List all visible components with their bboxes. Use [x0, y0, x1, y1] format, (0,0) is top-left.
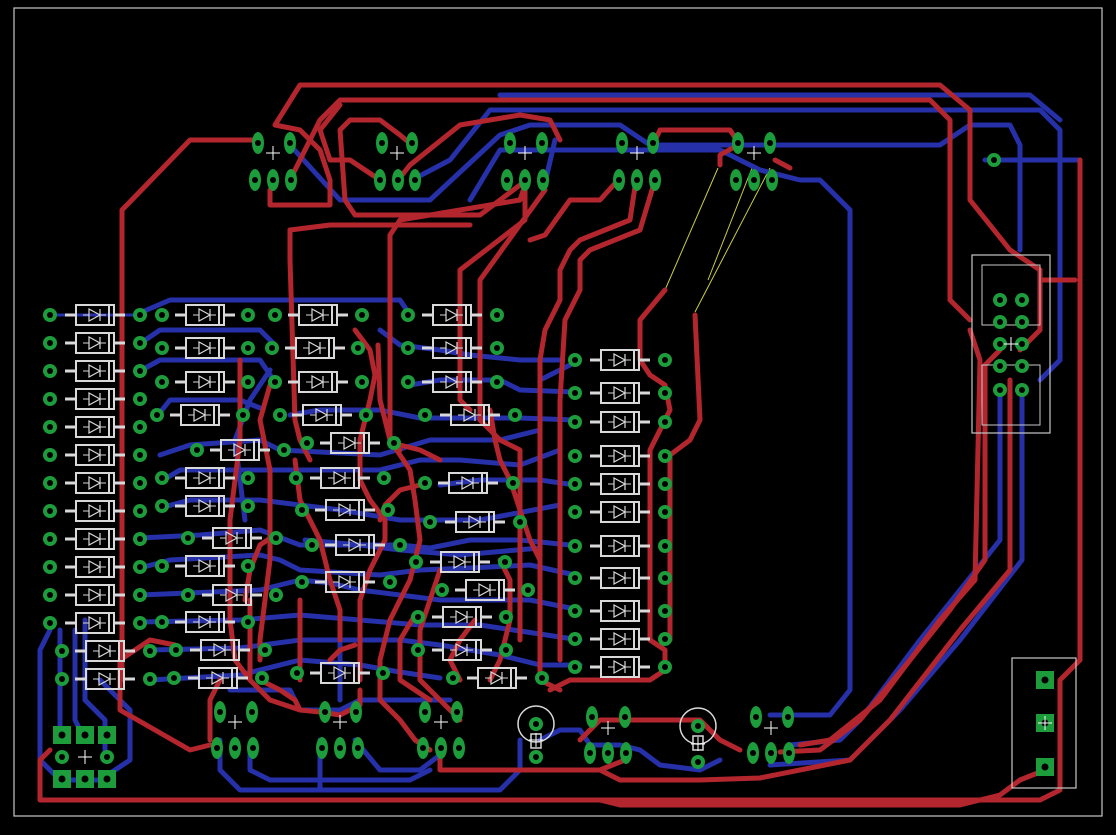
diode-d52[interactable]: [568, 444, 672, 468]
top-copper-layer: [37, 82, 1083, 808]
board-outline: [13, 7, 1103, 817]
diode-d8[interactable]: [43, 499, 147, 523]
diode-column-right: [568, 348, 672, 679]
diode-d18[interactable]: [155, 336, 255, 360]
diode-d10[interactable]: [43, 555, 147, 579]
diode-d22[interactable]: [268, 370, 369, 394]
diode-d4[interactable]: [43, 387, 147, 411]
diode-d50[interactable]: [568, 381, 672, 405]
diode-d7[interactable]: [43, 471, 147, 495]
diode-d16[interactable]: [268, 303, 369, 327]
diode-d3[interactable]: [43, 359, 147, 383]
diode-d51[interactable]: [568, 410, 672, 434]
header-right[interactable]: [971, 254, 1051, 434]
transistor-q6[interactable]: [211, 701, 259, 759]
diode-d15[interactable]: [155, 303, 255, 327]
transistor-q3[interactable]: [501, 132, 549, 191]
diode-d54[interactable]: [568, 500, 672, 524]
transistor-q5[interactable]: [730, 132, 778, 191]
led-1[interactable]: [517, 705, 555, 764]
led-2[interactable]: [679, 707, 717, 769]
diode-d1[interactable]: [43, 303, 147, 327]
diode-d9[interactable]: [43, 527, 147, 551]
diode-d17[interactable]: [401, 303, 504, 327]
connector-left-bottom[interactable]: [53, 726, 116, 788]
transistor-q4[interactable]: [613, 132, 661, 191]
via-top-right: [987, 153, 1001, 167]
diode-d57[interactable]: [568, 599, 672, 623]
transistor-q1[interactable]: [249, 132, 297, 191]
terminal-right-bottom[interactable]: [1011, 657, 1077, 789]
airwires: [664, 167, 771, 313]
diode-d55[interactable]: [568, 534, 672, 558]
diode-d11[interactable]: [43, 583, 147, 607]
diode-column-left: [43, 303, 157, 691]
diode-d19[interactable]: [265, 336, 365, 360]
transistor-q9[interactable]: [584, 706, 632, 764]
diode-d5[interactable]: [43, 415, 147, 439]
diode-d6[interactable]: [43, 443, 147, 467]
diode-d49[interactable]: [568, 348, 672, 372]
diode-d2[interactable]: [43, 331, 147, 355]
diode-d53[interactable]: [568, 472, 672, 496]
transistor-q8[interactable]: [417, 701, 465, 759]
diode-d56[interactable]: [568, 566, 672, 590]
